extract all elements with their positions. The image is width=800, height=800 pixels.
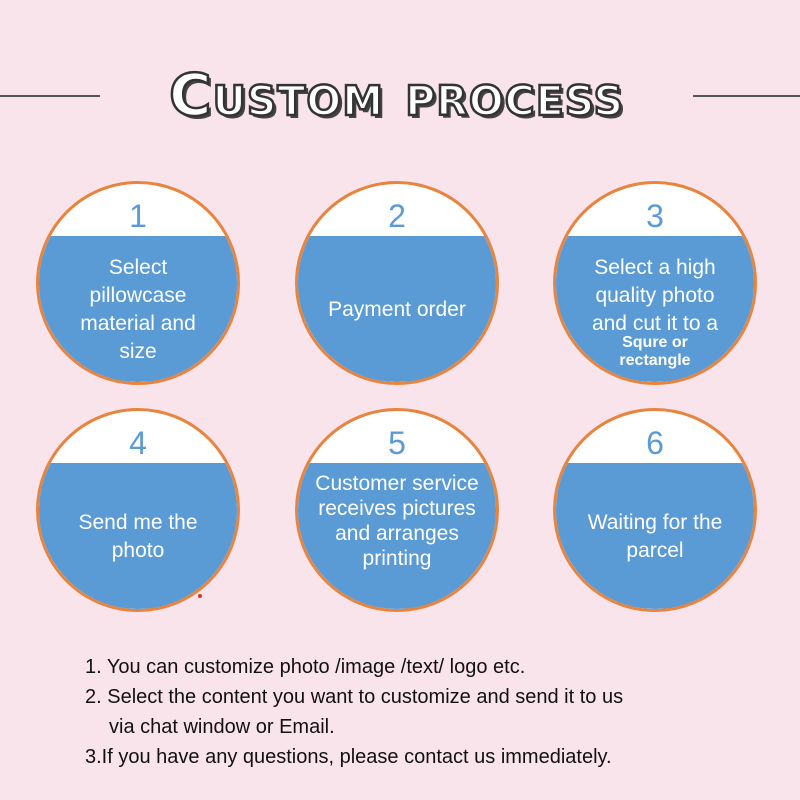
- step-6-fill: [556, 463, 754, 609]
- step-5-number: 5: [388, 425, 406, 461]
- title-divider-left: [0, 95, 100, 97]
- step-4-text: Send me the photo: [78, 511, 198, 562]
- step-2-fill: [298, 236, 496, 382]
- step-3-number: 3: [646, 198, 664, 234]
- step-2-text: Payment order: [328, 298, 466, 321]
- decorative-dot: [198, 594, 202, 598]
- step-1-text: Select pillowcase material and size: [80, 256, 196, 363]
- step-3-fill: [556, 236, 754, 382]
- step-2-number: 2: [388, 198, 406, 234]
- note-3: 3.If you have any questions, please cont…: [85, 746, 612, 768]
- step-6-text: Waiting for the parcel: [587, 511, 723, 562]
- step-5-circle: 5 Customer service receives pictures and…: [295, 408, 499, 612]
- step-6-number: 6: [646, 425, 664, 461]
- step-5-fill: [298, 463, 496, 609]
- note-1: 1. You can customize photo /image /text/…: [85, 656, 526, 678]
- step-1-fill: [39, 236, 237, 382]
- step-4-fill: [39, 463, 237, 609]
- step-5-text: Customer service receives pictures and a…: [315, 472, 479, 570]
- title-divider-right: [693, 95, 800, 97]
- step-3-circle: 3 Select a high quality photo and cut it…: [553, 181, 757, 385]
- step-4-number: 4: [129, 425, 147, 461]
- step-3-subtext: Squre or rectangle: [619, 334, 691, 369]
- notes-list: 1. You can customize photo /image /text/…: [85, 652, 775, 772]
- title-banner: Custom process: [0, 55, 800, 135]
- step-3-text: Select a high quality photo and cut it t…: [591, 256, 719, 335]
- step-4-circle: 4 Send me the photo: [36, 408, 240, 612]
- note-2-continued: via chat window or Email.: [109, 716, 335, 738]
- step-6-circle: 6 Waiting for the parcel: [553, 408, 757, 612]
- step-1-circle: 1 Select pillowcase material and size: [36, 181, 240, 385]
- step-1-number: 1: [129, 198, 147, 234]
- page-title: Custom process: [168, 60, 625, 131]
- note-2: 2. Select the content you want to custom…: [85, 686, 624, 708]
- step-2-circle: 2 Payment order: [295, 181, 499, 385]
